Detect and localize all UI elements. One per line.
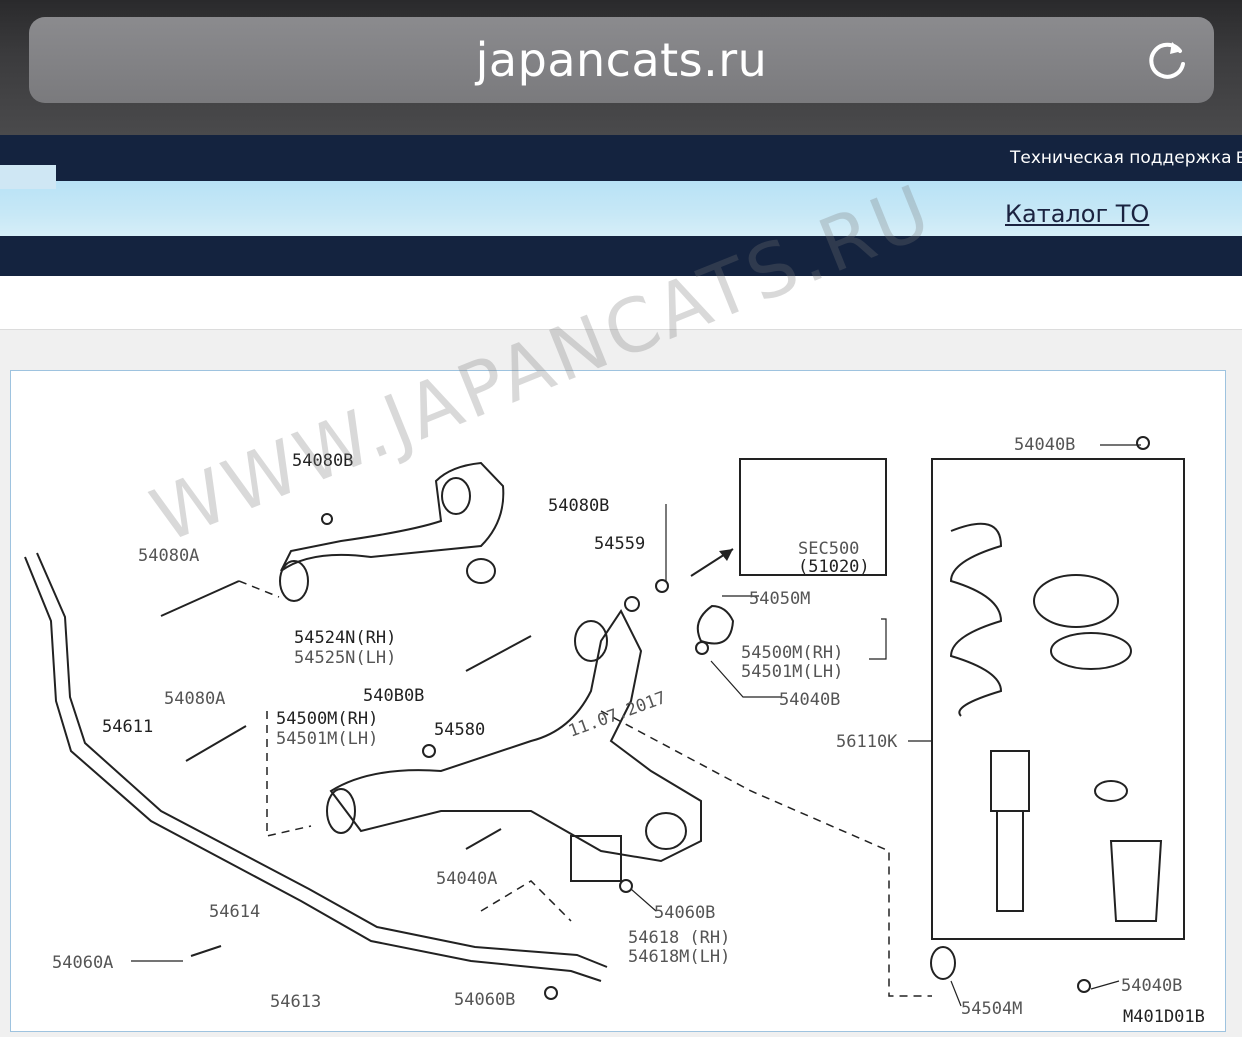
callout-sec500: SEC500 xyxy=(798,539,859,559)
stabilizer-bar xyxy=(24,552,608,982)
callout-54080A-mid: 54080A xyxy=(164,689,225,709)
figure-code: M401D01B xyxy=(1123,1007,1205,1027)
diagram-drawing: 54080B 54080B 54559 54080A 54080A 54524N… xyxy=(24,435,1205,1027)
callout-54080A-top: 54080A xyxy=(138,546,199,566)
sub-navigation: Каталог ТО xyxy=(0,181,1242,236)
callout-54060A: 54060A xyxy=(52,953,113,973)
callout-54618-rh: 54618 (RH) xyxy=(628,928,730,948)
callout-56110K: 56110K xyxy=(836,732,898,752)
callout-sec-code: (51020) xyxy=(798,557,870,577)
callout-54040B-upper: 54040B xyxy=(1014,435,1075,455)
date-stamp: 11.07.2017 xyxy=(566,688,669,742)
callout-54040B-lower: 54040B xyxy=(1121,976,1182,996)
arrow-head xyxy=(719,549,733,561)
callout-54524N: 54524N(RH) xyxy=(294,628,396,648)
callout-54613: 54613 xyxy=(270,992,321,1012)
callout-54060B-b: 54060B xyxy=(454,990,515,1010)
strut-assembly xyxy=(930,458,1185,980)
top-navigation: Техническая поддержка Е xyxy=(0,135,1242,181)
catalog-link[interactable]: Каталог ТО xyxy=(1005,200,1150,228)
address-bar[interactable]: japancats.ru xyxy=(29,17,1214,103)
callout-54060B-a: 54060B xyxy=(654,903,715,923)
reload-icon[interactable] xyxy=(1144,37,1190,83)
callout-54580: 54580 xyxy=(434,720,485,740)
nav-next-link[interactable]: Е xyxy=(1236,148,1242,167)
leader-dashes xyxy=(238,580,932,997)
callout-54501M-lh-2: 54501M(LH) xyxy=(741,662,843,682)
bolts xyxy=(160,436,1150,1000)
callout-54040B-mid: 54040B xyxy=(779,690,840,710)
callout-54614: 54614 xyxy=(209,902,260,922)
upper-link xyxy=(279,461,505,602)
leader-lines xyxy=(131,444,1141,1007)
nav-footer-band xyxy=(0,236,1242,276)
content-spacer xyxy=(0,276,1242,330)
callout-54500M-rh: 54500M(RH) xyxy=(276,709,378,729)
callout-54080B-mid: 54080B xyxy=(548,496,609,516)
callout-54501M-lh: 54501M(LH) xyxy=(276,729,378,749)
callout-54525N: 54525N(LH) xyxy=(294,648,396,668)
active-tab-stub xyxy=(0,165,56,189)
callout-54618M-lh: 54618M(LH) xyxy=(628,947,730,967)
callout-54500M-rh-2: 54500M(RH) xyxy=(741,643,843,663)
callout-54080B-top: 54080B xyxy=(292,451,353,471)
callout-54050M: 54050M xyxy=(749,589,810,609)
url-text: japancats.ru xyxy=(475,33,768,87)
parts-diagram: 54080B 54080B 54559 54080A 54080A 54524N… xyxy=(10,370,1226,1032)
support-link[interactable]: Техническая поддержка xyxy=(1010,148,1232,168)
callout-54040A: 54040A xyxy=(436,869,497,889)
callout-54559: 54559 xyxy=(594,534,645,554)
callout-540B0B: 540B0B xyxy=(363,686,424,706)
callout-54504M: 54504M xyxy=(961,999,1022,1019)
callout-54611: 54611 xyxy=(102,717,153,737)
inset-box xyxy=(739,458,887,576)
lower-link xyxy=(326,609,702,882)
browser-toolbar: japancats.ru xyxy=(0,0,1242,135)
